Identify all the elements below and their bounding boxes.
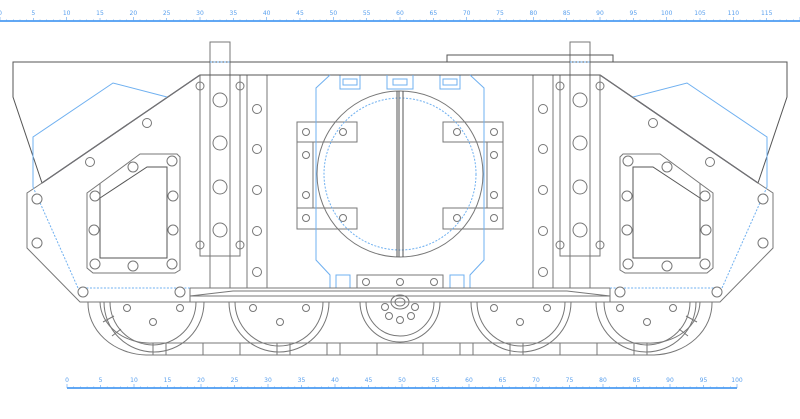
ruler-label: 65 (430, 10, 438, 17)
ruler-label: 5 (31, 10, 35, 17)
ruler-label: 100 (731, 377, 743, 384)
ruler-label: 50 (398, 377, 406, 384)
ruler-label: 50 (330, 10, 338, 17)
ruler-label: 10 (63, 10, 71, 17)
ruler-label: 75 (566, 377, 574, 384)
ruler-label: 40 (331, 377, 339, 384)
ruler-label: 80 (599, 377, 607, 384)
ruler-label: 85 (563, 10, 571, 17)
hull-left-side (12, 41, 401, 356)
ruler-label: 60 (465, 377, 473, 384)
ruler-label: 110 (728, 10, 740, 17)
top-deck (200, 54, 614, 76)
ruler-label: 55 (363, 10, 371, 17)
ruler-label: 85 (633, 377, 641, 384)
lower-hull-band (189, 287, 611, 303)
hull-right-side (399, 41, 788, 356)
ruler-label: 25 (163, 10, 171, 17)
ruler-label: 10 (130, 377, 138, 384)
ruler-label: 90 (666, 377, 674, 384)
ruler-label: 70 (463, 10, 471, 17)
ruler-label: 55 (432, 377, 440, 384)
ruler-label: 115 (761, 10, 773, 17)
ruler-label: 65 (499, 377, 507, 384)
ruler-label: 95 (700, 377, 708, 384)
hatch-circle (316, 90, 484, 258)
ruler-label: 60 (396, 10, 404, 17)
ruler-label: 95 (630, 10, 638, 17)
ruler-label: 100 (661, 10, 673, 17)
ruler-label: 20 (130, 10, 138, 17)
ruler-label: 15 (96, 10, 104, 17)
ruler-label: 105 (694, 10, 706, 17)
top-ruler: 0 5 10 15 20 25 30 35 40 45 50 55 60 65 70 75 80 85 90 95 10… (0, 10, 800, 22)
ruler-label: 75 (496, 10, 504, 17)
ruler-label: 70 (532, 377, 540, 384)
ruler-label: 30 (196, 10, 204, 17)
ruler-label: 35 (230, 10, 238, 17)
ruler-label: 0 (0, 10, 2, 17)
ruler-label: 45 (365, 377, 373, 384)
ruler-label: 30 (264, 377, 272, 384)
ruler-label: 40 (263, 10, 271, 17)
hatch-outline (315, 74, 485, 288)
bottom-ruler: 0 5 10 15 20 25 30 35 40 45 50 55 60 65 70 75 80 85 90 95 10… (65, 377, 743, 389)
ruler-label: 35 (298, 377, 306, 384)
ruler-label: 45 (296, 10, 304, 17)
ruler-label: 0 (65, 377, 69, 384)
ruler-label: 90 (596, 10, 604, 17)
ruler-label: 25 (231, 377, 239, 384)
ruler-label: 15 (164, 377, 172, 384)
ruler-label: 20 (197, 377, 205, 384)
ruler-label: 5 (99, 377, 103, 384)
ruler-label: 80 (530, 10, 538, 17)
